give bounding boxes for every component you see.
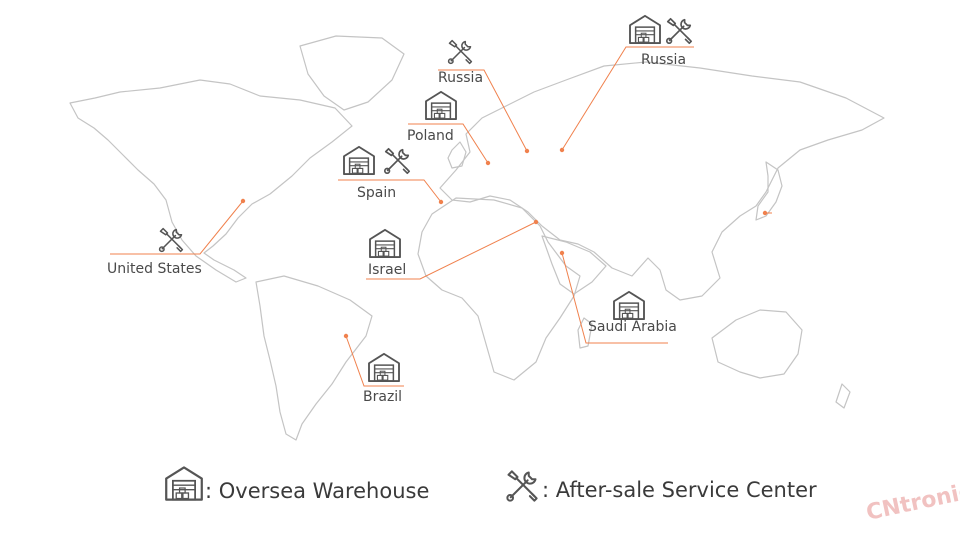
- warehouse-icon: [369, 228, 401, 258]
- label-saudi-arabia: Saudi Arabia: [588, 319, 677, 335]
- dot-united-states: [240, 198, 246, 204]
- dot-japan: [762, 210, 768, 216]
- warehouse-icon: [368, 352, 400, 382]
- leader-brazil: [345, 335, 404, 387]
- dot-russia-west: [524, 148, 530, 154]
- greenland-outline: [299, 35, 405, 111]
- label-russia-east: Russia: [641, 52, 686, 68]
- label-russia-west: Russia: [438, 70, 483, 86]
- legend: : Oversea Warehouse : After-sale Service…: [165, 466, 817, 503]
- dot-poland: [485, 160, 491, 166]
- new-zealand-outline: [835, 383, 851, 409]
- watermark-logo: CNtronic: [864, 479, 960, 526]
- dot-israel: [533, 219, 539, 225]
- label-spain: Spain: [357, 185, 396, 201]
- label-brazil: Brazil: [363, 389, 402, 405]
- label-poland: Poland: [407, 128, 454, 144]
- leader-spain: [338, 179, 442, 203]
- africa-outline: [417, 197, 581, 381]
- warehouse-icon: [629, 14, 661, 44]
- australia-outline: [711, 309, 803, 379]
- warehouse-icon: [425, 90, 457, 120]
- wrench-screwdriver-icon: [383, 147, 411, 175]
- label-united-states: United States: [107, 261, 202, 277]
- legend-warehouse-icon: [165, 466, 203, 501]
- legend-wrench-screwdriver-icon: [506, 470, 538, 502]
- continent-outlines: [69, 35, 885, 441]
- legend-service-label: : After-sale Service Center: [542, 478, 817, 502]
- wrench-screwdriver-icon: [447, 39, 473, 65]
- leader-lines: [110, 46, 772, 387]
- south-america-outline: [255, 275, 373, 441]
- leader-russia-west: [438, 69, 528, 152]
- leader-poland: [408, 123, 489, 164]
- north-america-outline: [69, 79, 353, 283]
- label-israel: Israel: [368, 262, 406, 278]
- leader-united-states: [110, 200, 244, 255]
- dot-spain: [438, 199, 444, 205]
- legend-warehouse-label: : Oversea Warehouse: [205, 479, 429, 503]
- leader-israel: [366, 221, 537, 280]
- dot-russia-east: [559, 147, 565, 153]
- location-dots: [240, 147, 768, 339]
- madagascar-outline: [577, 317, 593, 349]
- wrench-screwdriver-icon: [158, 227, 184, 253]
- arabia-outline: [541, 235, 607, 295]
- dot-saudi-arabia: [559, 250, 565, 256]
- japan-outline: [755, 161, 783, 221]
- warehouse-icon: [343, 145, 375, 175]
- warehouse-icon: [613, 290, 645, 320]
- leader-russia-east: [561, 46, 694, 151]
- dot-brazil: [343, 333, 349, 339]
- leader-saudi-arabia: [561, 252, 668, 344]
- location-labels: United States Russia Russia Poland Spain…: [107, 52, 686, 405]
- europe-asia-outline: [439, 61, 885, 301]
- wrench-screwdriver-icon: [665, 17, 693, 45]
- uk-outline: [447, 141, 467, 169]
